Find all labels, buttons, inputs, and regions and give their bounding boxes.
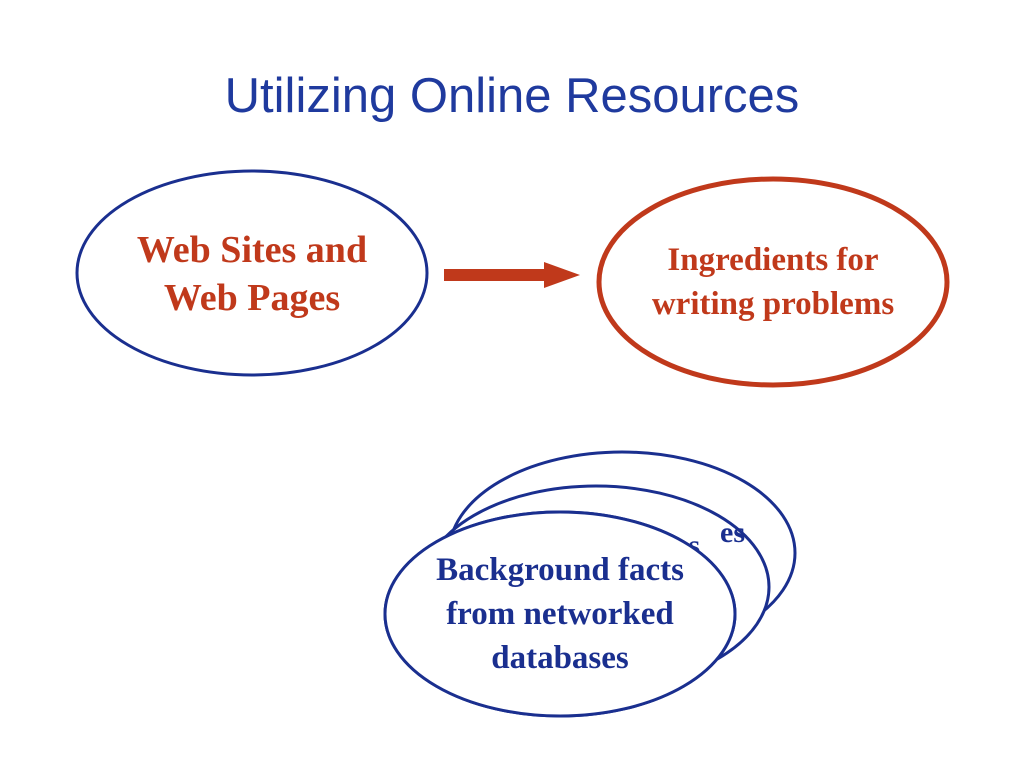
stack-front-line3: databases bbox=[491, 640, 629, 676]
ingredients-line1: Ingredients for bbox=[667, 242, 879, 278]
stack-front-line2: from networked bbox=[446, 596, 674, 632]
ingredients-label: Ingredients for writing problems bbox=[612, 236, 934, 328]
stack-front-line1: Background facts bbox=[436, 552, 684, 588]
ingredients-ellipse bbox=[596, 176, 950, 388]
web-sites-line1: Web Sites and bbox=[136, 229, 368, 271]
stack-back-text: es bbox=[720, 516, 745, 549]
web-sites-line2: Web Pages bbox=[163, 277, 341, 319]
stack-back-partial-text: es bbox=[720, 513, 780, 553]
arrow-right bbox=[444, 262, 580, 288]
ingredients-line2: writing problems bbox=[651, 286, 895, 322]
web-sites-label: Web Sites and Web Pages bbox=[92, 222, 412, 326]
stack-ellipse-front-cover bbox=[383, 510, 737, 718]
stack-front-label: Background facts from networked database… bbox=[405, 546, 715, 682]
slide-title: Utilizing Online Resources bbox=[224, 69, 800, 123]
web-sites-ellipse bbox=[75, 169, 429, 377]
